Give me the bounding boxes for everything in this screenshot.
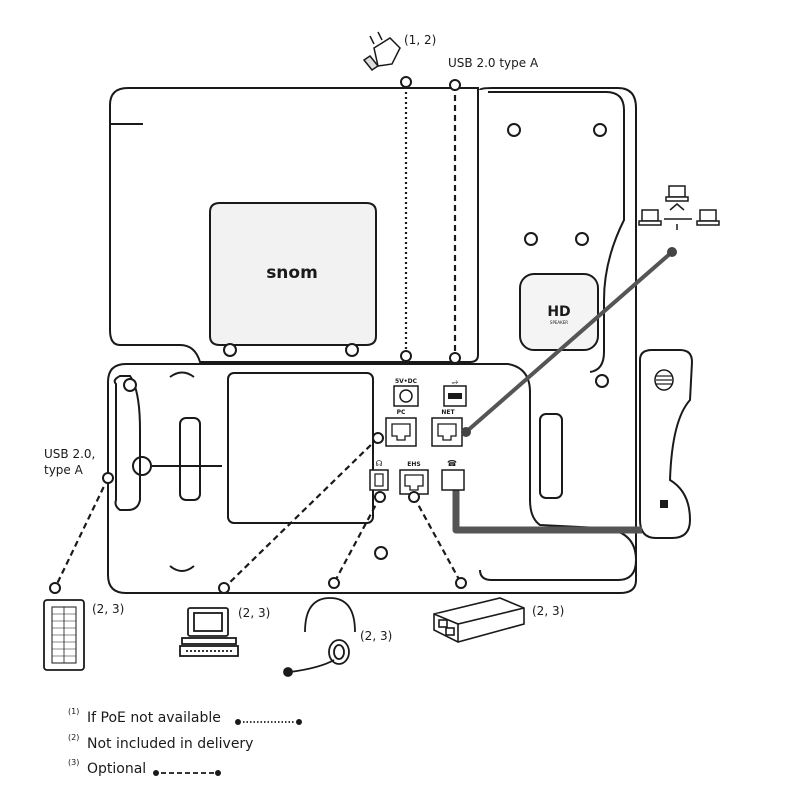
port-panel: 5V•DC ⭌ PC NET ☊ EHS ☎	[369, 377, 467, 495]
headset-icon	[283, 597, 356, 677]
pc-connection	[218, 432, 384, 594]
expansion-module-connection	[49, 472, 114, 594]
legend-text-2: Not included in delivery	[87, 736, 253, 752]
legend-marker-1: (1)	[68, 707, 79, 716]
net-port-label: NET	[441, 409, 455, 416]
legend-dotted-line	[235, 719, 302, 725]
pc-port-label: PC	[397, 409, 406, 416]
headset-label: (2, 3)	[360, 629, 392, 643]
legend: (1) If PoE not available (2) Not include…	[68, 707, 302, 777]
headset-port-symbol: ☊	[375, 459, 382, 468]
expansion-module-label: (2, 3)	[92, 602, 124, 616]
headset-connection	[328, 491, 386, 589]
brand-logo: snom	[266, 263, 318, 283]
handset	[639, 349, 694, 539]
legend-marker-3: (3)	[68, 758, 79, 767]
usb-top-connection	[449, 79, 461, 364]
network-connection	[461, 247, 677, 437]
snom-cover: snom	[209, 202, 377, 346]
usb-side-label-2: type A	[44, 463, 84, 477]
ehs-adapter-icon	[433, 597, 525, 643]
legend-text-1: If PoE not available	[87, 710, 221, 726]
handset-port-symbol: ☎	[447, 459, 457, 468]
ehs-adapter-label: (2, 3)	[532, 604, 564, 618]
expansion-module-icon	[43, 599, 85, 671]
hd-label: HD	[547, 304, 570, 320]
hd-speaker-badge: HD SPEAKER	[519, 273, 599, 351]
network-icon	[638, 185, 720, 230]
legend-marker-2: (2)	[68, 733, 79, 742]
hd-speaker-label: SPEAKER	[550, 320, 568, 325]
pc-label: (2, 3)	[238, 606, 270, 620]
pc-icon	[179, 607, 239, 657]
handset-cord	[452, 482, 642, 534]
power-port-label: 5V•DC	[395, 378, 418, 385]
power-supply-label: (1, 2)	[404, 33, 436, 47]
power-supply-connection	[400, 76, 412, 362]
power-adapter-icon	[362, 31, 401, 72]
usb-side-label-1: USB 2.0,	[44, 447, 95, 461]
ehs-port-label: EHS	[407, 461, 420, 468]
legend-text-3: Optional	[87, 761, 146, 777]
usb-port-symbol: ⭌	[452, 377, 459, 386]
legend-dashed-line	[153, 770, 221, 776]
ehs-connection	[408, 491, 467, 589]
usb-top-label: USB 2.0 type A	[448, 56, 539, 70]
screws	[123, 123, 609, 560]
